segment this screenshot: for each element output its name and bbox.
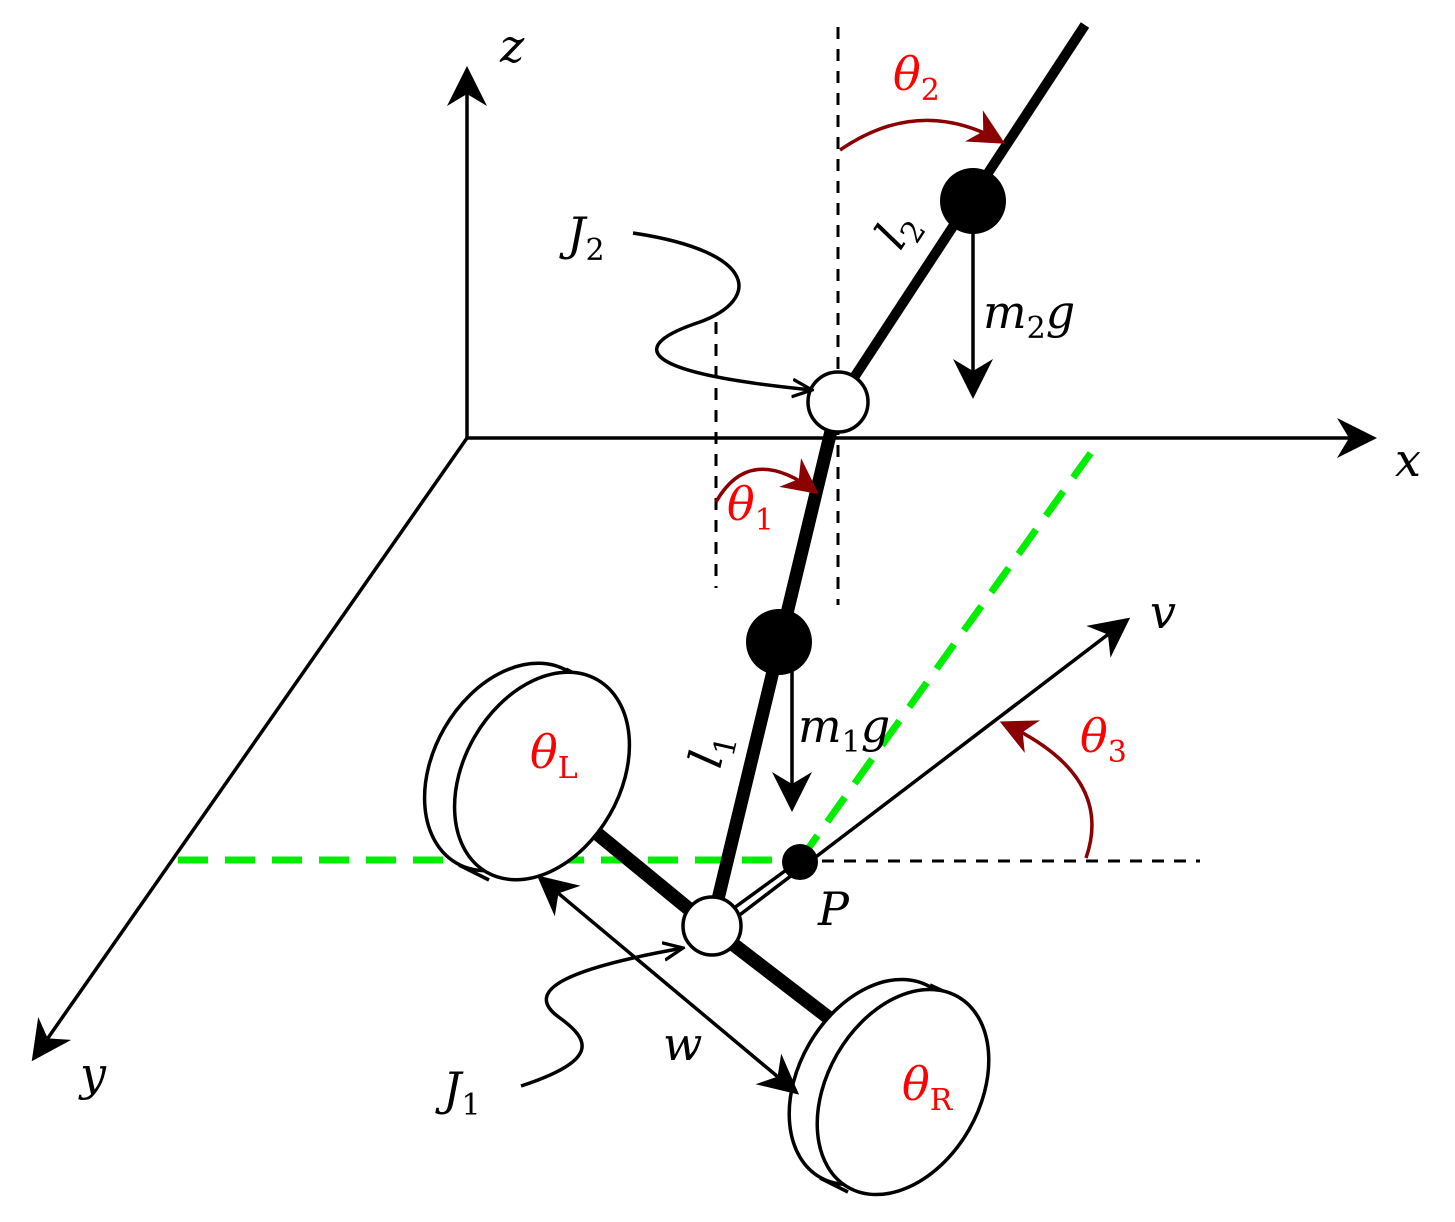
j1-label: J1: [435, 1062, 481, 1123]
j1-pointer: [520, 948, 683, 1088]
j2-pointer: [632, 231, 812, 390]
joint-2: [806, 370, 870, 434]
p-label: P: [817, 882, 850, 936]
m1g-label: m1g: [798, 699, 890, 760]
theta1-arrow: [714, 458, 819, 503]
theta3-label: θ3: [1080, 709, 1127, 770]
l1-label: l1: [678, 727, 745, 774]
v-label: v: [1150, 585, 1176, 639]
l2-label: l2: [864, 200, 934, 262]
w-label: w: [663, 1017, 702, 1071]
x-axis-label: x: [1395, 433, 1421, 487]
theta3-arrow: [999, 720, 1094, 859]
y-axis: [31, 436, 469, 1062]
m2g-label: m2g: [983, 285, 1075, 346]
point-p: [782, 844, 818, 880]
z-axis-label: z: [499, 19, 525, 73]
mass-2: [940, 168, 1006, 234]
w-dimension-arrow: [536, 875, 800, 1095]
y-axis-label: y: [78, 1047, 107, 1101]
j2-label: J2: [559, 207, 605, 268]
joint-1: [681, 895, 743, 957]
right-wheel: [787, 977, 991, 1197]
mass-1: [746, 609, 812, 675]
theta2-arrow: [839, 110, 1006, 152]
ground-line-diagonal: [797, 437, 1103, 863]
theta2-label: θ2: [893, 47, 940, 108]
theta-r-label: θR: [902, 1057, 954, 1118]
theta1-label: θ1: [727, 477, 774, 538]
left-wheel: [422, 661, 632, 882]
theta-l-label: θL: [530, 725, 578, 786]
